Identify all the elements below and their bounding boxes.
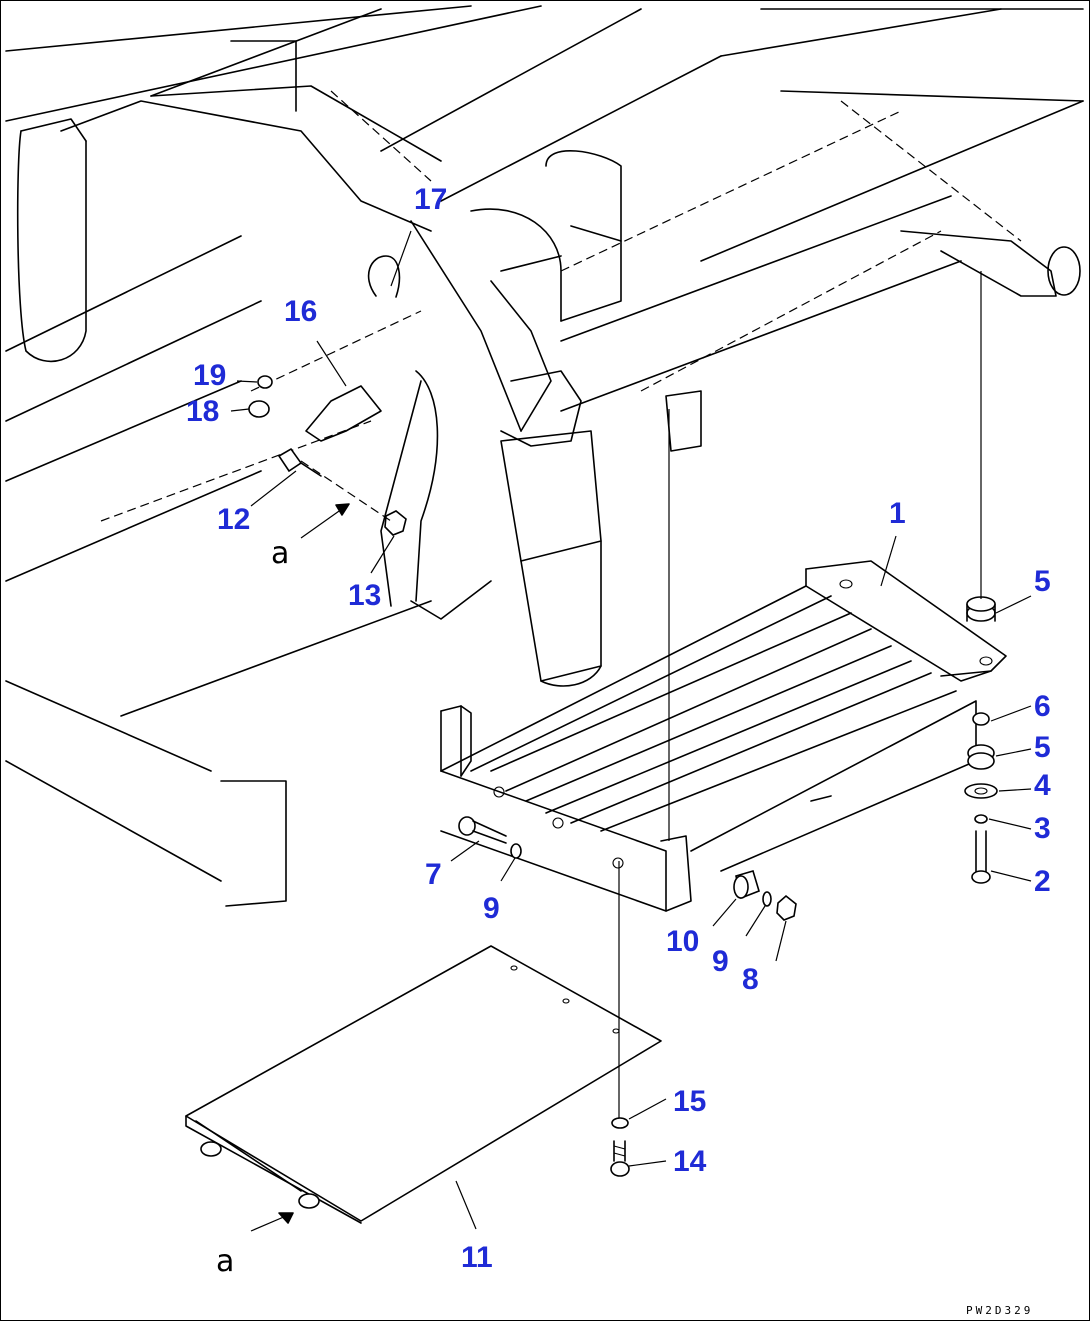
step-assembly [440, 560, 1007, 912]
callout-14: 14 [673, 1145, 707, 1178]
callout-9-right: 9 [712, 945, 729, 978]
callout-2: 2 [1034, 865, 1051, 898]
arrow-label-a-upper: a [271, 536, 289, 571]
callout-7: 7 [425, 858, 442, 891]
callout-9-left: 9 [483, 892, 500, 925]
arrow-label-a-lower: a [216, 1244, 234, 1279]
callout-16: 16 [284, 295, 317, 328]
chassis-frame [5, 5, 1084, 907]
callout-5-upper: 5 [1034, 565, 1051, 598]
callout-6: 6 [1034, 690, 1051, 723]
callout-8: 8 [742, 963, 759, 996]
callout-18: 18 [186, 395, 219, 428]
drawing-code: PW2D329 [966, 1304, 1033, 1317]
callout-12: 12 [217, 503, 250, 536]
callout-19: 19 [193, 359, 226, 392]
callout-leaders [230, 230, 1032, 1230]
callout-labels: 1 2 3 4 5 5 6 7 8 9 9 10 11 12 13 14 15 … [186, 183, 1051, 1317]
callout-17: 17 [414, 183, 447, 216]
callout-15: 15 [673, 1085, 706, 1118]
callout-4: 4 [1034, 769, 1051, 802]
callout-10: 10 [666, 925, 699, 958]
callout-3: 3 [1034, 812, 1051, 845]
callout-1: 1 [889, 497, 906, 530]
callout-13: 13 [348, 579, 381, 612]
callout-5-lower: 5 [1034, 731, 1051, 764]
callout-11: 11 [461, 1241, 493, 1274]
reference-arrows [250, 503, 350, 1232]
hardware-parts [248, 255, 998, 1177]
cover-plate [185, 945, 662, 1224]
